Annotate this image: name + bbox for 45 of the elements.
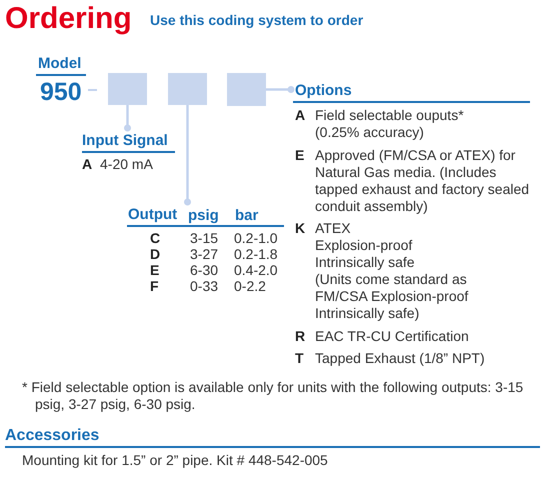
code-letter: A xyxy=(82,156,92,173)
code-letter: K xyxy=(295,220,306,237)
table-header: psig xyxy=(188,206,219,225)
footnote: * Field selectable option is available only for units with the following outputs: 3-15 psig, 3-27 psig, 6-30 psig. xyxy=(22,379,524,413)
section-heading: Accessories xyxy=(5,426,100,446)
code-letter: T xyxy=(295,350,304,367)
section-heading: Input Signal xyxy=(82,132,168,149)
model-number: 950 xyxy=(40,78,82,107)
option-text: Field selectable ouputs* (0.25% accuracy) xyxy=(315,107,465,141)
code-letter: E xyxy=(150,262,160,279)
table-header: bar xyxy=(235,206,258,225)
option-text: (Units come standard as FM/CSA Explosion-proof Intrinsically safe) xyxy=(315,271,470,322)
code-letter: R xyxy=(295,328,306,345)
table-cell: 3-15 xyxy=(190,230,218,247)
table-cell: 0-2.2 xyxy=(234,278,266,295)
option-text: Tapped Exhaust (1/8” NPT) xyxy=(315,350,485,367)
subtitle: Use this coding system to order xyxy=(150,11,364,29)
option-text: Intrinsically safe xyxy=(315,254,415,271)
code-box xyxy=(227,73,266,106)
code-letter: D xyxy=(150,246,160,263)
table-cell: 6-30 xyxy=(190,262,218,279)
leader-line xyxy=(266,86,294,93)
table-cell: 3-27 xyxy=(190,246,218,263)
option-text: Approved (FM/CSA or ATEX) for Natural Gas media. (Includes tapped exhaust and factory sealed conduit assembly) xyxy=(315,147,530,215)
model-heading: Model xyxy=(38,54,82,73)
leader-line xyxy=(124,105,131,132)
title: Ordering xyxy=(5,2,132,36)
table-cell: 0.4-2.0 xyxy=(234,262,278,279)
table-cell: 0.2-1.8 xyxy=(234,246,278,263)
code-box xyxy=(168,73,207,105)
leader-line xyxy=(184,105,191,206)
code-letter: F xyxy=(150,278,159,295)
code-letter: C xyxy=(150,230,160,247)
table-cell: 0.2-1.0 xyxy=(234,230,278,247)
accessory-text: Mounting kit for 1.5” or 2” pipe. Kit # 448-542-005 xyxy=(22,452,328,469)
table-cell: 0-33 xyxy=(190,278,218,295)
option-text: Explosion-proof xyxy=(315,237,412,254)
code-letter: E xyxy=(295,147,304,164)
code-letter: A xyxy=(295,107,306,124)
option-text: EAC TR-CU Certification xyxy=(315,328,469,345)
section-heading: Output xyxy=(128,206,178,223)
spec-text: 4-20 mA xyxy=(100,156,153,173)
code-box xyxy=(108,73,147,105)
section-heading: Options xyxy=(295,82,352,99)
option-text: ATEX xyxy=(315,220,351,237)
